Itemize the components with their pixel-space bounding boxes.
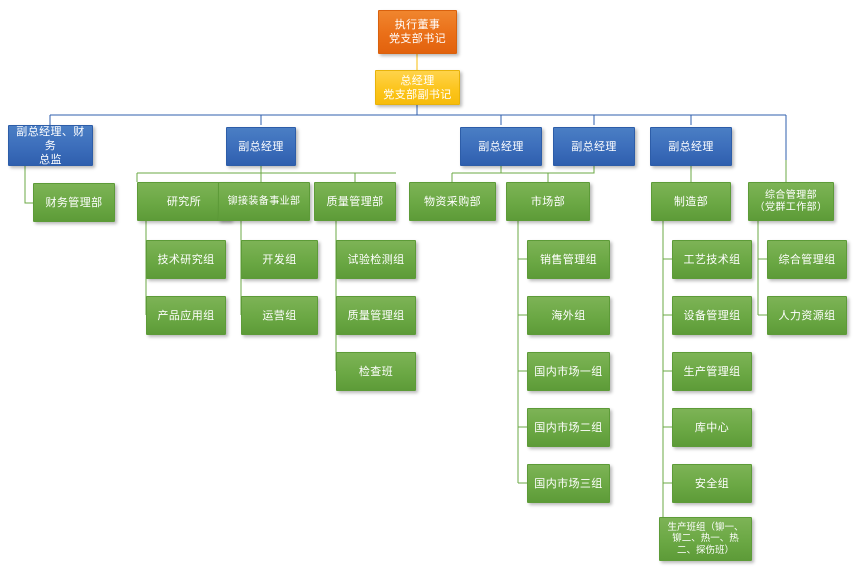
node-vp-market[interactable]: 副总经理 bbox=[553, 127, 635, 166]
node-team-human-resources[interactable]: 人力资源组 bbox=[767, 296, 847, 335]
node-team-development[interactable]: 开发组 bbox=[241, 240, 318, 279]
node-team-process-technology[interactable]: 工艺技术组 bbox=[672, 240, 752, 279]
node-team-technical-research[interactable]: 技术研究组 bbox=[146, 240, 226, 279]
node-team-inspection-shift[interactable]: 检查班 bbox=[336, 352, 416, 391]
node-vp-manufacturing[interactable]: 副总经理 bbox=[650, 127, 732, 166]
node-team-general-administration[interactable]: 综合管理组 bbox=[767, 240, 847, 279]
node-team-quality-management[interactable]: 质量管理组 bbox=[336, 296, 416, 335]
node-dept-market[interactable]: 市场部 bbox=[506, 182, 590, 221]
node-vp-research[interactable]: 副总经理 bbox=[226, 127, 296, 166]
node-dept-institute[interactable]: 研究所 bbox=[137, 182, 231, 221]
node-general-manager[interactable]: 总经理 党支部副书记 bbox=[375, 70, 460, 105]
node-dept-manufacturing[interactable]: 制造部 bbox=[651, 182, 731, 221]
node-team-safety[interactable]: 安全组 bbox=[672, 464, 752, 503]
node-vp-finance[interactable]: 副总经理、财务 总监 bbox=[8, 125, 93, 166]
node-executive-director[interactable]: 执行董事 党支部书记 bbox=[378, 10, 457, 54]
node-team-domestic-market-2[interactable]: 国内市场二组 bbox=[527, 408, 610, 447]
node-dept-procurement[interactable]: 物资采购部 bbox=[409, 182, 496, 221]
node-team-production-crew[interactable]: 生产班组（铆一、铆二、热一、热二、探伤班） bbox=[659, 517, 752, 561]
node-dept-finance[interactable]: 财务管理部 bbox=[33, 183, 115, 222]
node-team-product-application[interactable]: 产品应用组 bbox=[146, 296, 226, 335]
node-team-equipment-management[interactable]: 设备管理组 bbox=[672, 296, 752, 335]
node-team-overseas[interactable]: 海外组 bbox=[527, 296, 610, 335]
node-dept-quality-management[interactable]: 质量管理部 bbox=[314, 182, 396, 221]
node-vp-procurement[interactable]: 副总经理 bbox=[460, 127, 542, 166]
node-team-test-inspection[interactable]: 试验检测组 bbox=[336, 240, 416, 279]
node-team-operations[interactable]: 运营组 bbox=[241, 296, 318, 335]
node-team-production-management[interactable]: 生产管理组 bbox=[672, 352, 752, 391]
node-dept-riveting-equipment[interactable]: 铆接装备事业部 bbox=[218, 182, 310, 221]
node-dept-general-administration[interactable]: 综合管理部 （党群工作部） bbox=[748, 182, 834, 221]
node-team-sales-management[interactable]: 销售管理组 bbox=[527, 240, 610, 279]
node-team-domestic-market-1[interactable]: 国内市场一组 bbox=[527, 352, 610, 391]
node-team-domestic-market-3[interactable]: 国内市场三组 bbox=[527, 464, 610, 503]
node-team-warehouse-center[interactable]: 库中心 bbox=[672, 408, 752, 447]
